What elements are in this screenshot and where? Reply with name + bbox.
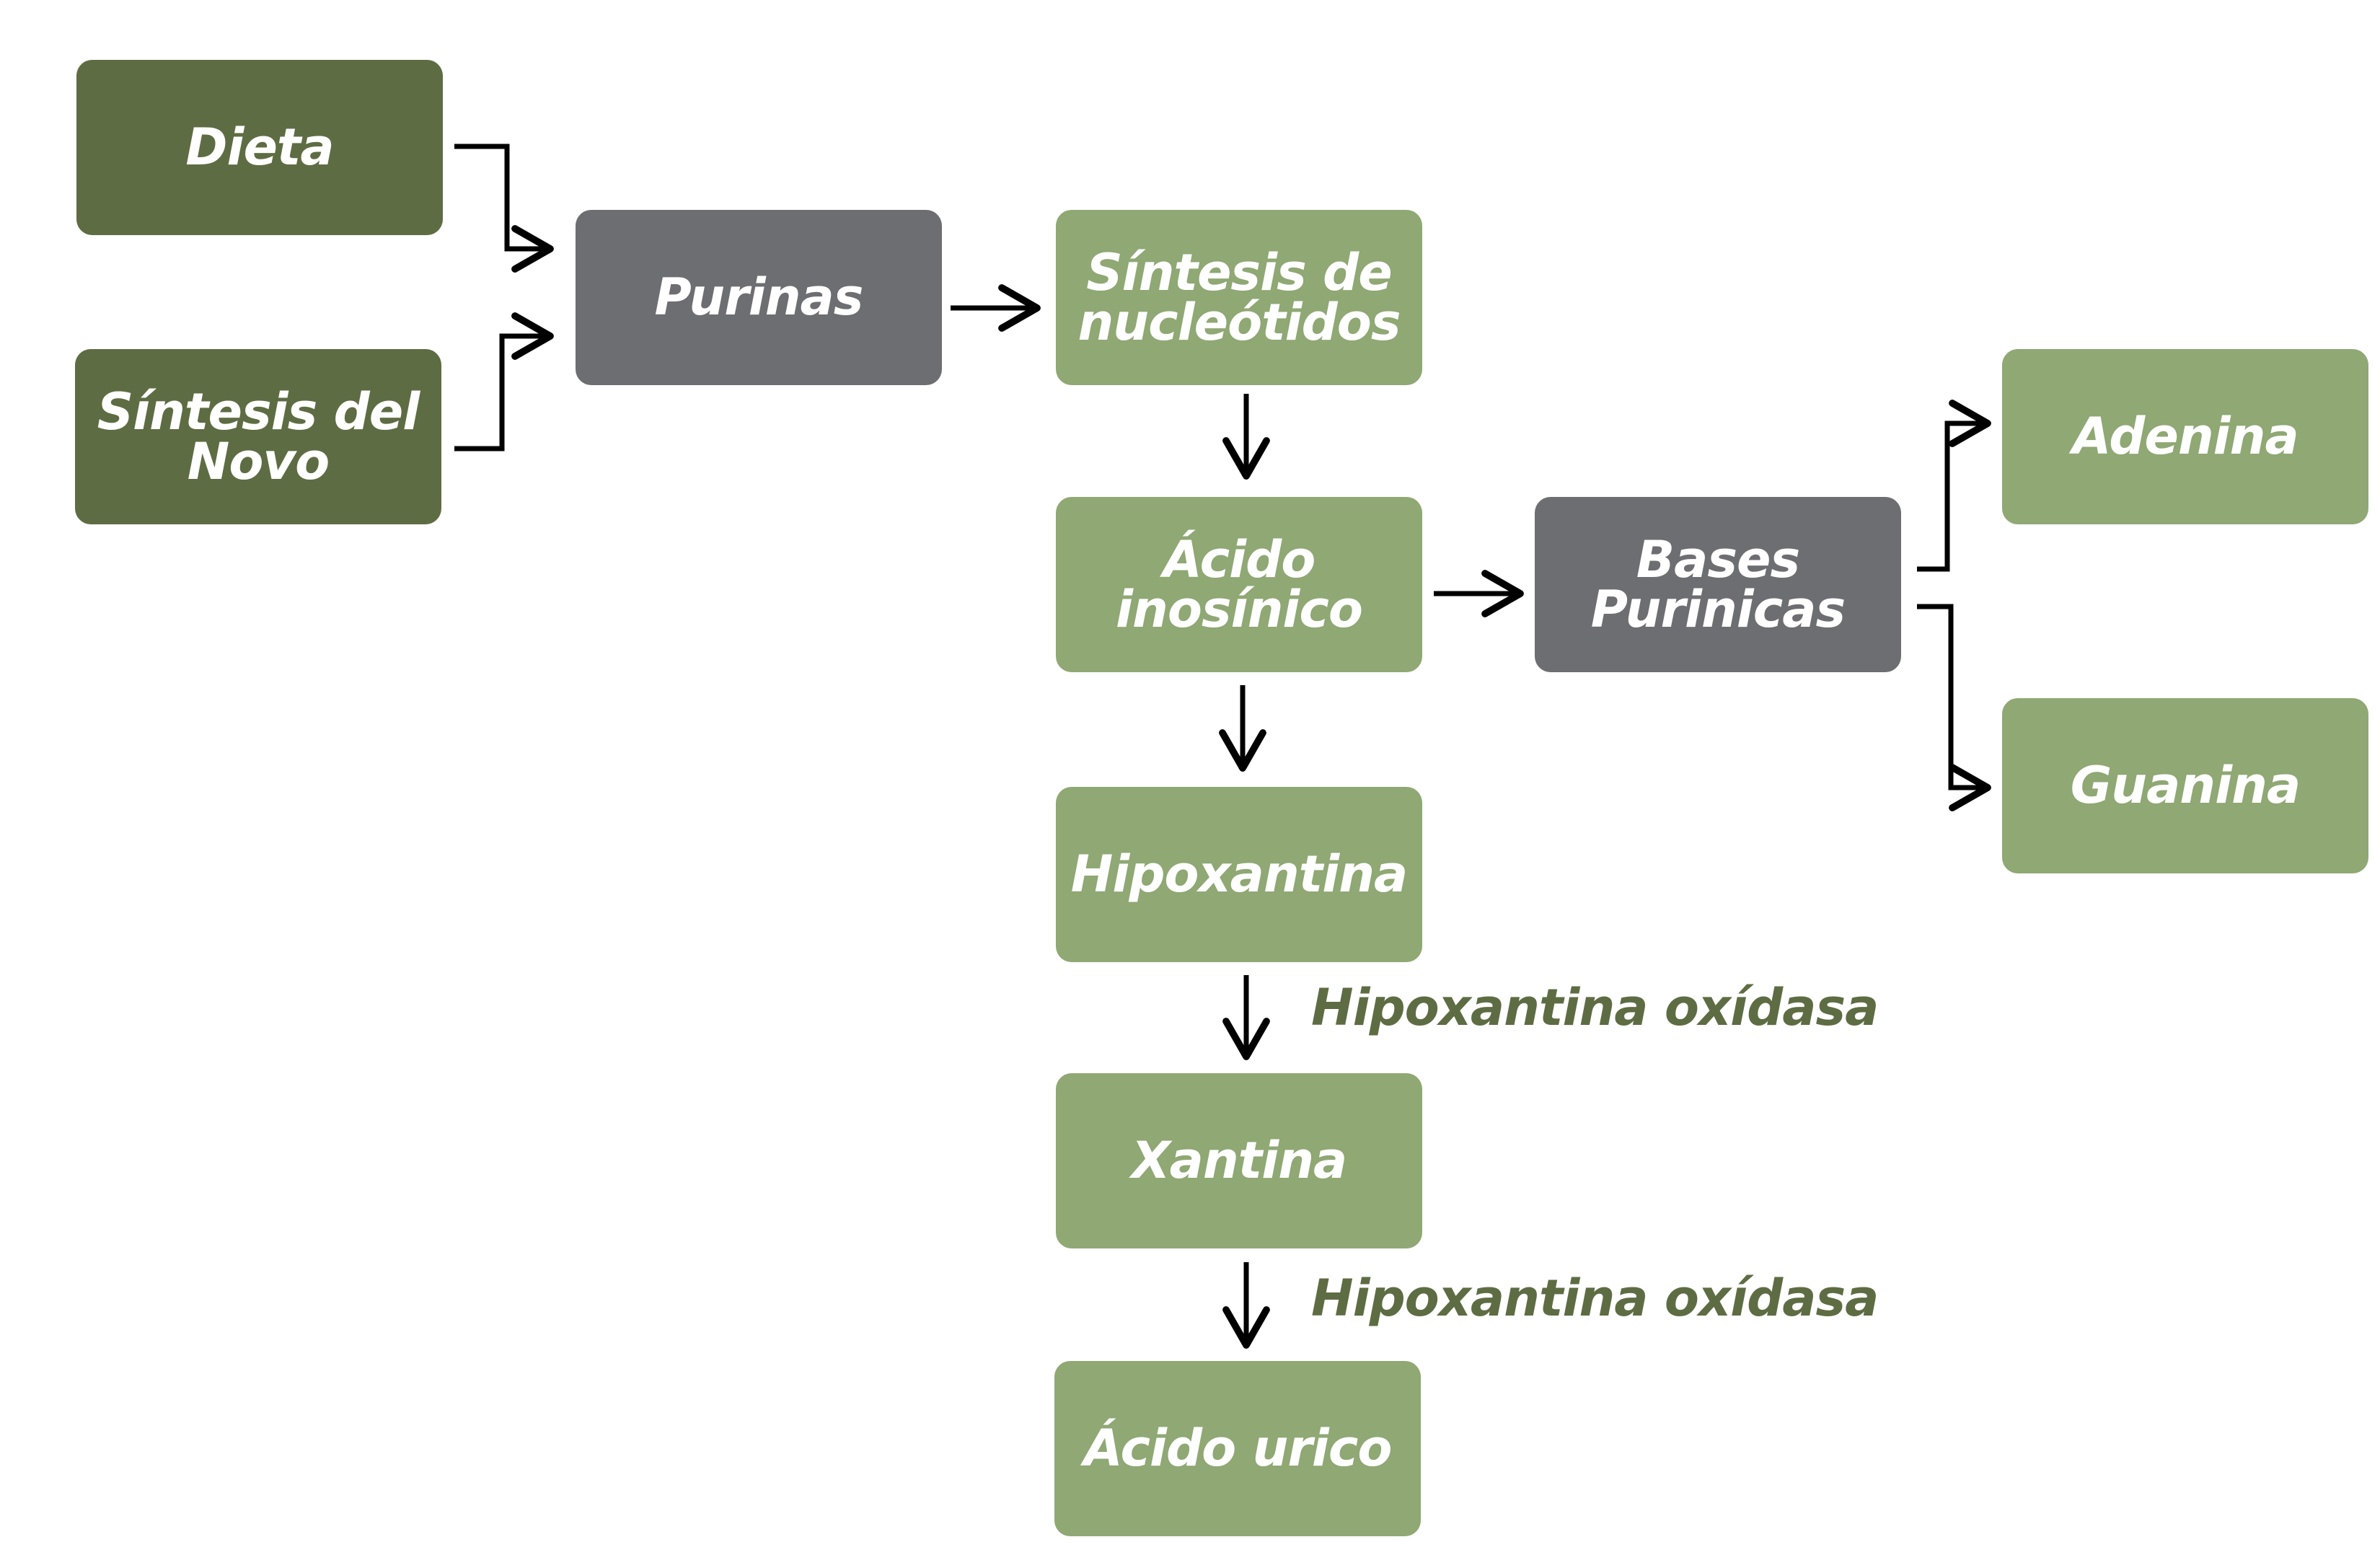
- enzyme-label-xantina-to-acido-urico: Hipoxantina oxídasa: [1311, 1269, 1879, 1328]
- node-acido-inosinico: Ácido inosínico: [1056, 497, 1422, 672]
- arrow-dieta-to-purinas: [454, 144, 554, 273]
- node-guanina: Guanina: [2002, 698, 2368, 873]
- node-acido-urico: Ácido urico: [1054, 1361, 1421, 1536]
- arrow-bases-purinicas-to-guanina: [1917, 604, 1991, 811]
- node-sintesis-nucleotidos: Síntesis de nucleótidos: [1056, 210, 1422, 385]
- node-xantina: Xantina: [1056, 1073, 1422, 1248]
- node-hipoxantina: Hipoxantina: [1056, 787, 1422, 962]
- arrow-sintesis-del-novo-to-purinas: [454, 312, 554, 451]
- node-purinas: Purinas: [576, 210, 942, 385]
- node-dieta: Dieta: [76, 60, 443, 235]
- node-adenina: Adenina: [2002, 349, 2368, 524]
- enzyme-label-hipoxantina-to-xantina: Hipoxantina oxídasa: [1311, 978, 1879, 1037]
- node-sintesis-del-novo: Síntesis del Novo: [75, 349, 441, 524]
- node-bases-purinicas: Bases Purinicas: [1535, 497, 1901, 672]
- arrow-bases-purinicas-to-adenina: [1917, 400, 1991, 572]
